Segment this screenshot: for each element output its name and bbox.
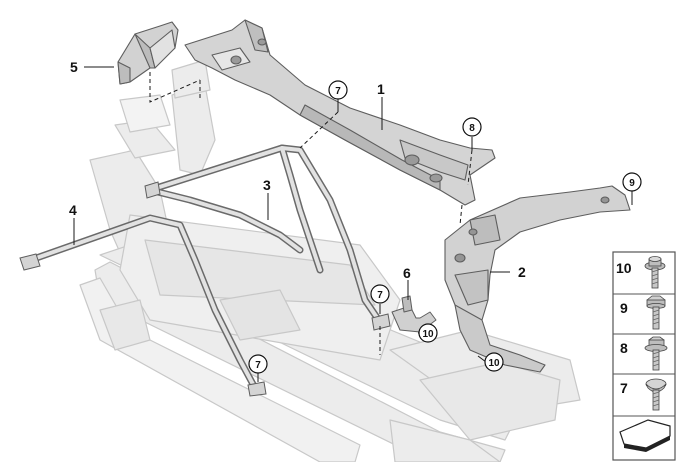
part-3-strut-brace-highlight <box>148 146 382 324</box>
next-page-arrow-icon[interactable] <box>619 419 671 452</box>
svg-text:10: 10 <box>422 329 434 340</box>
circled-callout-10-left: 10 <box>418 323 438 343</box>
svg-text:9: 9 <box>629 178 635 189</box>
svg-text:8: 8 <box>469 123 475 134</box>
brace-end-tabs <box>19 181 391 397</box>
callout-4: 4 <box>69 202 77 218</box>
flange-screw-icon <box>644 256 666 289</box>
legend-item-7[interactable]: 7 <box>620 378 667 411</box>
torx-screw-icon <box>645 378 667 411</box>
callout-6: 6 <box>403 265 411 281</box>
callout-1: 1 <box>377 81 385 97</box>
svg-text:7: 7 <box>335 86 341 97</box>
part-4-front-brace-highlight <box>23 216 257 390</box>
fastener-legend: 10 9 8 <box>612 251 676 461</box>
callout-3: 3 <box>263 177 271 193</box>
hex-bolt-icon <box>646 295 666 330</box>
part-2-side-bracket <box>444 185 631 373</box>
legend-item-10[interactable]: 10 <box>616 256 666 289</box>
circled-callout-9: 9 <box>622 172 642 192</box>
hex-bolt-washer-icon <box>644 336 668 371</box>
svg-text:7: 7 <box>377 290 383 301</box>
part-1-upper-cross-member <box>184 19 496 206</box>
svg-text:7: 7 <box>620 380 628 396</box>
part-5-air-guide <box>117 21 179 85</box>
circled-callout-8: 8 <box>462 117 482 137</box>
svg-text:10: 10 <box>488 358 500 369</box>
circled-callout-7-middle: 7 <box>370 284 390 304</box>
circled-callout-7-bottom: 7 <box>248 354 268 374</box>
svg-text:10: 10 <box>616 260 632 276</box>
callout-2: 2 <box>518 264 526 280</box>
legend-item-8[interactable]: 8 <box>620 336 668 371</box>
circled-callouts: 7 8 9 7 10 10 7 <box>248 80 642 374</box>
legend-item-9[interactable]: 9 <box>620 295 666 330</box>
svg-text:9: 9 <box>620 300 628 316</box>
svg-text:8: 8 <box>620 340 628 356</box>
dashed-assembly-lines <box>149 72 473 355</box>
svg-text:7: 7 <box>255 360 261 371</box>
callout-5: 5 <box>70 59 78 75</box>
circled-callout-10-right: 10 <box>484 352 504 372</box>
circled-callout-7-top: 7 <box>328 80 348 100</box>
callouts: 5 1 2 3 4 6 <box>69 59 526 281</box>
ghost-vehicle-structure <box>79 59 581 462</box>
